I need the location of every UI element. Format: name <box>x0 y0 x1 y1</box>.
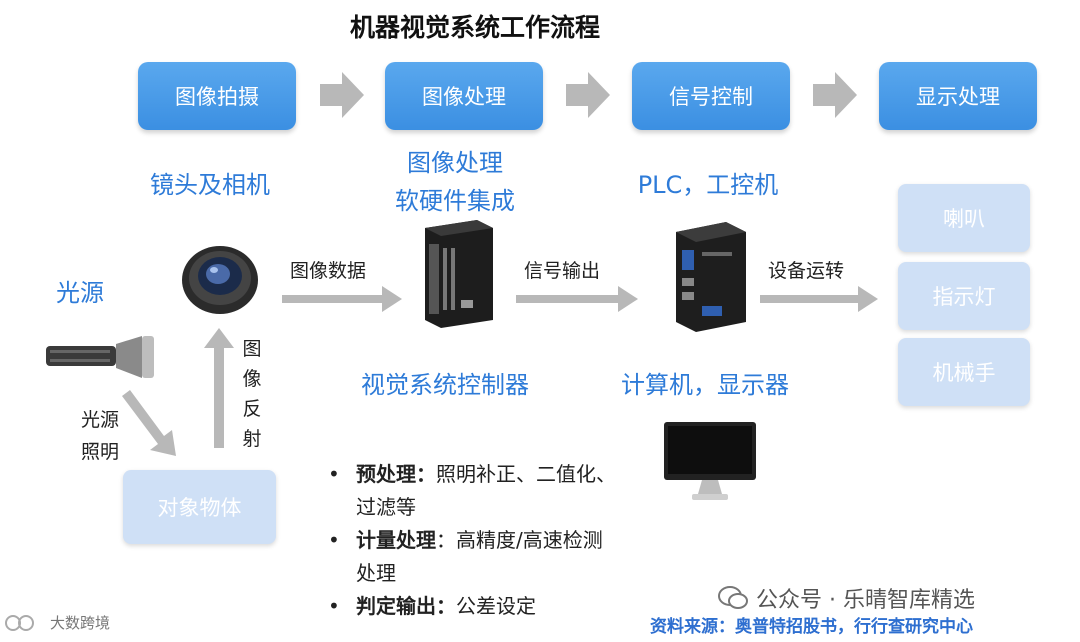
bullet-measurement: 计量处理：高精度/高速检测处理 <box>322 524 622 590</box>
reflection-char-4: 射 <box>242 428 262 450</box>
lighting-label: 光源 照明 <box>70 404 130 468</box>
reflection-char-2: 像 <box>242 368 262 390</box>
signal-output-label: 信号输出 <box>524 260 601 282</box>
output-robot-arm: 机械手 <box>898 338 1030 406</box>
computer-label: 计算机，显示器 <box>621 371 789 399</box>
image-data-arrow <box>282 286 402 312</box>
target-object-box: 对象物体 <box>123 470 276 544</box>
camera-lens-icon <box>182 246 258 314</box>
lighting-arrow <box>122 390 176 456</box>
image-data-label: 图像数据 <box>290 260 367 282</box>
stage-arrow-3 <box>813 72 857 118</box>
reflection-char-3: 反 <box>242 398 262 420</box>
reflection-label: 图 像 反 射 <box>240 334 264 454</box>
diagram-title: 机器视觉系统工作流程 <box>349 13 600 42</box>
output-indicator-light: 指示灯 <box>898 262 1030 330</box>
lighting-label-line2: 照明 <box>80 441 119 463</box>
wechat-watermark: 公众号 · 乐晴智库精选 <box>718 582 975 614</box>
bottom-left-watermark: 大数跨境 <box>4 612 110 633</box>
stage-image-processing: 图像处理 <box>385 62 543 130</box>
output-speaker: 喇叭 <box>898 184 1030 252</box>
plc-computer-icon <box>676 222 746 332</box>
processing-label-line2: 软硬件集成 <box>395 187 515 215</box>
stage-arrow-1 <box>320 72 364 118</box>
watermark-text: 公众号 · 乐晴智库精选 <box>756 588 975 613</box>
processing-bullet-list: 预处理：照明补正、二值化、过滤等 计量处理：高精度/高速检测处理 判定输出：公差… <box>322 458 622 623</box>
stage-arrow-2 <box>566 72 610 118</box>
equipment-run-label: 设备运转 <box>768 260 845 282</box>
lighting-label-line1: 光源 <box>80 409 119 431</box>
processing-label-line1: 图像处理 <box>407 149 503 177</box>
signal-output-arrow <box>516 286 638 312</box>
wechat-icon <box>718 586 748 609</box>
reflection-arrow <box>204 328 234 448</box>
controller-label: 视觉系统控制器 <box>361 371 529 399</box>
equipment-run-arrow <box>760 286 878 312</box>
watermark-bottom-left-text: 大数跨境 <box>50 614 111 632</box>
stage-image-capture: 图像拍摄 <box>138 62 296 130</box>
reflection-char-1: 图 <box>242 338 262 360</box>
source-note: 资料来源：奥普特招股书，行行查研究中心 <box>650 617 973 637</box>
monitor-icon <box>664 422 756 500</box>
vision-controller-icon <box>425 220 493 328</box>
stage-signal-control: 信号控制 <box>632 62 790 130</box>
bullet-preprocessing: 预处理：照明补正、二值化、过滤等 <box>322 458 622 524</box>
flashlight-icon <box>46 336 154 378</box>
stage-display-processing: 显示处理 <box>879 62 1037 130</box>
watermark-logo-icon <box>5 614 34 631</box>
plc-label: PLC，工控机 <box>637 171 779 199</box>
bullet-judgment-output: 判定输出：公差设定 <box>322 590 622 623</box>
light-source-label: 光源 <box>56 279 104 307</box>
camera-label: 镜头及相机 <box>150 171 270 199</box>
